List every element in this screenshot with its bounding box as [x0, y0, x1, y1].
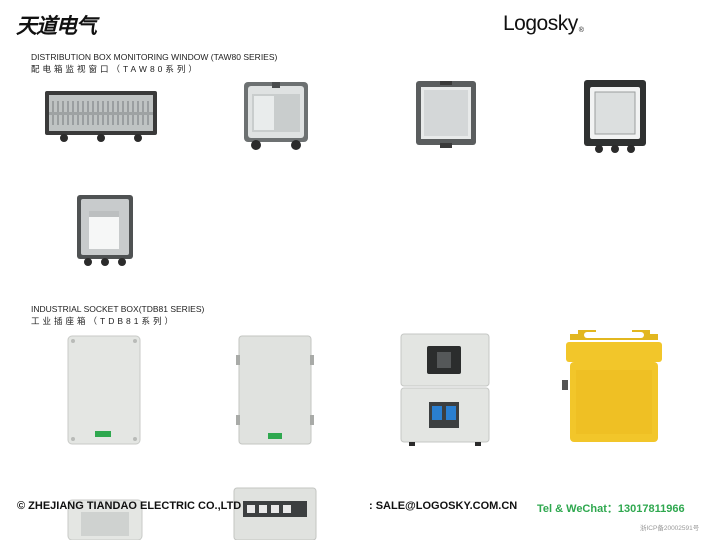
section-title-taw80: DISTRIBUTION BOX MONITORING WINDOW (TAW8… [31, 51, 277, 75]
brand-logo-cn: 天道电气 [16, 14, 97, 38]
brand-name: Logosky [503, 12, 578, 35]
registered-mark: ® [578, 27, 584, 34]
product-image-socket-box-plain [67, 335, 141, 447]
product-image-socket-box-latched [236, 335, 314, 447]
product-image-socket-box-switch [399, 332, 491, 448]
product-image-socket-box-partial [67, 496, 143, 540]
footer-email: : SALE@LOGOSKY.COM.CN [369, 500, 518, 512]
product-image-window-wide [44, 88, 158, 144]
product-image-window-dark [414, 79, 478, 151]
section-title-en: DISTRIBUTION BOX MONITORING WINDOW (TAW8… [31, 52, 278, 62]
section-title-tdb81: INDUSTRIAL SOCKET BOX(TDB81 SERIES) 工业插座… [31, 303, 204, 327]
section-title-cn: 工业插座箱（TDB81系列） [31, 316, 176, 326]
section-title-en: INDUSTRIAL SOCKET BOX(TDB81 SERIES) [31, 304, 205, 314]
product-image-window-clear [242, 80, 310, 152]
footer-copyright: © ZHEJIANG TIANDAO ELECTRIC CO.,LTD [17, 500, 242, 512]
section-title-cn: 配电箱监视窗口（TAW80系列） [31, 64, 200, 74]
product-image-socket-box-panel-partial [233, 487, 317, 540]
product-image-window-tall [76, 193, 134, 267]
footer-icp-license: 浙ICP备20002591号 [640, 525, 700, 532]
footer-phone: Tel & WeChat：13017811966 [537, 503, 685, 515]
product-image-socket-box-yellow [562, 330, 666, 444]
product-image-window-black [583, 78, 647, 154]
brand-logo-en: Logosky® [503, 12, 584, 36]
